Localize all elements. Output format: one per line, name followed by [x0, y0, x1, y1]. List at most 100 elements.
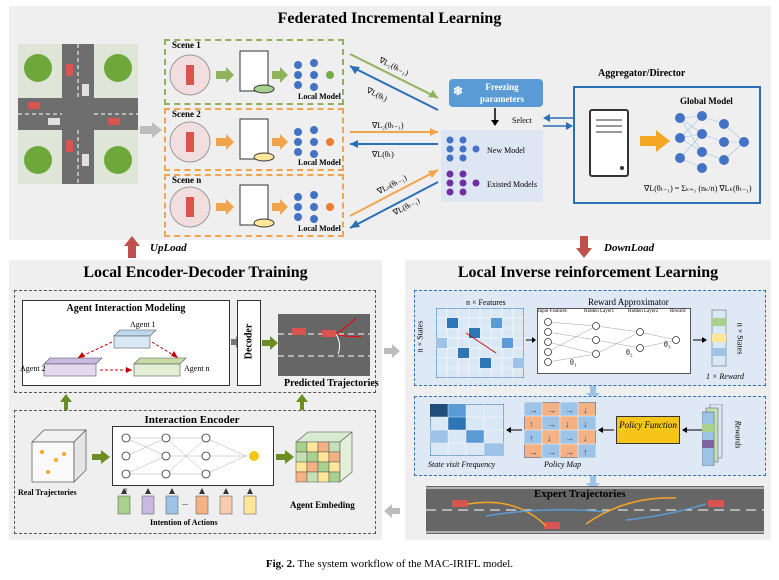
scene-2-server-icon [239, 118, 275, 162]
agent-n-label: Agent n [184, 364, 210, 373]
reward-network-icon [544, 318, 680, 366]
decoder-label: Decoder [243, 323, 255, 360]
svg-text:→: → [547, 405, 556, 415]
predicted-trajectories-label: Predicted Trajectories [284, 378, 379, 389]
global-model-label: Global Model [680, 96, 733, 106]
upload-label: UpLoad [150, 242, 187, 254]
local-model-label-2: Local Model [298, 158, 341, 167]
rewards-to-function-arrow [682, 427, 702, 433]
grad-down-2: ∇L(θₜ) [372, 150, 394, 159]
svg-text:↑: ↑ [583, 447, 588, 457]
new-model-network-icon [446, 136, 480, 162]
download-arrow [576, 236, 592, 258]
global-model-network-icon [675, 111, 749, 173]
svg-text:↓: ↓ [583, 433, 588, 443]
intention-label: Intention of Actions [150, 518, 218, 527]
reward-approximator-box [537, 308, 691, 374]
policy-to-visit-arrow [506, 427, 522, 433]
encoder-arrow-right [276, 450, 294, 464]
grad-up-2: ∇L₂(θₜ₋₁) [372, 121, 404, 130]
scene-icons [169, 50, 334, 228]
one-reward-label: 1 × Reward [706, 372, 744, 381]
feature-grid [436, 308, 524, 378]
aggregator-arrow [640, 130, 670, 152]
reward-approximator-label: Reward Approximator [588, 297, 669, 307]
agent-2-label: Agent 2 [20, 364, 46, 373]
aggregation-formula: ∇L(θₜ₋₁) = Σₖ₌₁ (nₖ/n) ∇Lₖ(θₜ₋₁) [644, 184, 752, 193]
scene-n-box [164, 174, 344, 237]
encoder-network-icon [121, 433, 259, 479]
state-visit-grid [430, 404, 504, 456]
agent-embedding-cube [295, 431, 353, 483]
interaction-encoder-title: Interaction Encoder [144, 414, 240, 426]
layer-label-input: Input Features [538, 309, 567, 314]
layer-label-hidden1: Hidden Layer1 [584, 309, 615, 314]
grid-to-approx-arrow [526, 337, 536, 343]
select-label: Select [512, 116, 532, 125]
scene-n-label: Scene n [172, 175, 202, 185]
svg-text:↓: ↓ [565, 419, 570, 429]
model-select-box [441, 130, 543, 202]
svg-text:→: → [547, 419, 556, 429]
policy-map-label: Policy Map [544, 460, 582, 469]
real-trajectories-cube [31, 429, 87, 483]
right-to-left-arrow [384, 504, 400, 518]
function-to-map-arrow [598, 427, 614, 433]
interaction-modeling-title: Agent Interaction Modeling [66, 303, 186, 314]
rewards-label: Rewards [733, 420, 743, 449]
layer-label-hidden2: Hidden Layer2 [628, 309, 659, 314]
n-features-label: n × Features [466, 298, 506, 307]
policy-function-box: Policy Function [616, 416, 680, 444]
agent-blocks [43, 329, 187, 377]
scene-n-network-icon [294, 191, 334, 223]
snowflake-icon: ❄ [453, 84, 464, 98]
layer-label-reward: Reward [670, 309, 686, 314]
encoder-decoder-title: Local Encoder-Decoder Training [83, 264, 308, 281]
existed-models-label: Existed Models [487, 180, 537, 189]
state-visit-label: State visit Frequency [428, 460, 496, 469]
svg-text:→: → [547, 447, 556, 457]
upload-arrow [124, 236, 140, 258]
scene-1-box [164, 39, 344, 105]
gradient-arrows [349, 53, 439, 229]
scene-1-radar-icon [169, 54, 211, 96]
svg-text:→: → [565, 433, 574, 443]
agent-1-label: Agent 1 [130, 320, 156, 329]
freezing-parameters-box: ❄ Freezing parameters [449, 79, 543, 107]
agent-2-block [43, 357, 103, 377]
encoder-section [14, 410, 376, 534]
scene-1-network-icon [294, 59, 334, 91]
intention-blocks [117, 488, 257, 515]
local-model-label-n: Local Model [298, 224, 341, 233]
select-arrows [543, 114, 573, 130]
decoder-section [14, 290, 376, 393]
scene-2-box [164, 108, 344, 171]
aggregator-server-icon [589, 109, 629, 177]
theta2-label: θ₂ [626, 348, 633, 357]
caption-text: The system workflow of the MAC-IRIFL mod… [297, 558, 514, 570]
freeze-down-arrow [491, 108, 499, 126]
intention-dots: ... [182, 498, 188, 507]
aggregator-box [573, 86, 761, 204]
figure-caption: Fig. 2. The system workflow of the MAC-I… [0, 558, 779, 570]
svg-text:→: → [529, 447, 538, 457]
svg-text:↓: ↓ [547, 433, 552, 443]
existed-models-network-icon [446, 170, 480, 196]
caption-label: Fig. 2. [265, 558, 295, 570]
svg-text:→: → [565, 405, 574, 415]
expert-trajectories-label: Expert Trajectories [534, 488, 626, 500]
n-states-label: n × States [415, 320, 425, 353]
local-model-label-1: Local Model [298, 92, 341, 101]
irl-title: Local Inverse reinforcement Learning [457, 264, 719, 281]
agent-embedding-label: Agent Embeding [290, 500, 355, 510]
predicted-trajectories-road [278, 314, 370, 376]
scene-2-network-icon [294, 126, 334, 158]
rewards-stack [702, 404, 723, 466]
policy-map-grid: →→→↓ ↑→↓↓ ↑↓→↓ →→→↑ [524, 402, 596, 458]
agent-1-block [113, 329, 157, 349]
decoder-box [237, 300, 261, 386]
svg-text:↑: ↑ [529, 419, 534, 429]
svg-text:→: → [529, 405, 538, 415]
real-trajectories-label: Real Trajectories [18, 488, 77, 497]
intersection-image [18, 44, 138, 184]
